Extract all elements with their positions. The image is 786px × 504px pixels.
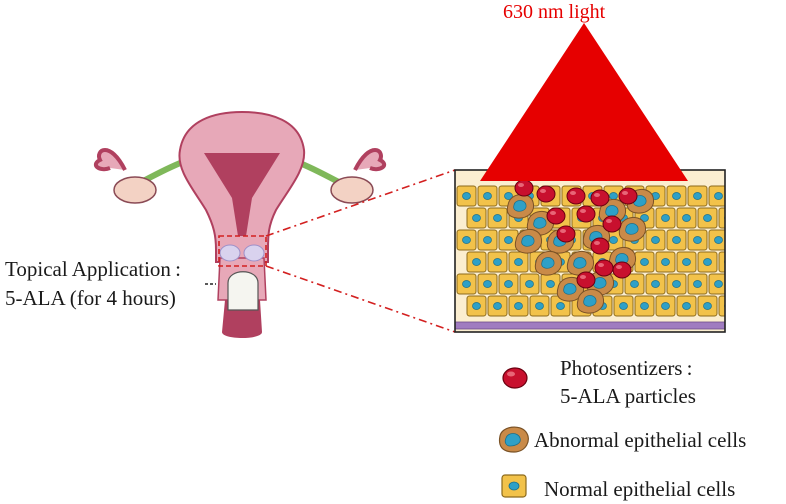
uterine-cavity [204,153,280,236]
normal-cell [456,273,477,295]
zoom-line-bottom [265,265,456,333]
abnormal-cell [506,194,535,219]
tissue-inset [454,169,726,333]
normal-cell [634,295,655,317]
left-ovary [113,176,157,204]
normal-cell [487,207,508,229]
normal-cell [508,251,529,273]
photosensitizer-particle [514,179,534,197]
light-label: 630 nm light [503,1,606,23]
normal-cell [634,251,655,273]
normal-cell [508,295,529,317]
normal-cell [477,273,498,295]
normal-cell [466,251,487,273]
legend-particle-icon [502,367,528,389]
normal-cell [708,185,725,207]
basement-membrane [454,321,726,330]
cervical-blob-left [219,244,241,262]
legend-photosensitizer-label: Photosentizers : [560,356,693,380]
photosensitizer-particle [590,237,610,255]
right-ovary [330,176,374,204]
application-label-line1: Topical Application : [5,257,181,281]
photosensitizer-particle [612,261,632,279]
right-fimbriae [353,148,387,172]
normal-cell [718,207,725,229]
normal-cell [676,207,697,229]
photosensitizer-particle [546,207,566,225]
photosensitizer-particle [556,225,576,243]
normal-cell [466,295,487,317]
abnormal-cell [534,251,563,276]
legend-photosensitizer-sublabel: 5-ALA particles [560,384,696,408]
normal-cell [498,229,519,251]
normal-cell [697,251,718,273]
legend-normal-cell-icon [501,474,527,498]
normal-cell [718,295,725,317]
normal-cell [466,207,487,229]
normal-cell [697,207,718,229]
normal-cell [487,295,508,317]
photosensitizer-particle [594,259,614,277]
normal-cell [624,273,645,295]
photosensitizer-particle [590,189,610,207]
normal-cell [708,273,725,295]
normal-cell [519,273,540,295]
normal-cell [487,251,508,273]
abnormal-cell [618,217,647,242]
normal-cell [676,251,697,273]
legend-abnormal-cell-icon [498,426,529,453]
abnormal-cell [598,199,627,224]
normal-cell [645,273,666,295]
normal-cell [613,295,634,317]
normal-cell [687,273,708,295]
normal-cell [697,295,718,317]
normal-cell [676,295,697,317]
normal-cell [456,185,477,207]
normal-cell [708,229,725,251]
abnormal-cell [576,289,605,314]
left-fimbriae [93,148,127,172]
applied-gel [227,271,259,311]
light-triangle [480,23,688,181]
normal-cell [666,229,687,251]
photosensitizer-particle [576,271,596,289]
normal-cell [718,251,725,273]
normal-cell [687,229,708,251]
cervical-blob-right [243,244,265,262]
normal-cell [645,229,666,251]
abnormal-cell [566,251,595,276]
photosensitizer-particle [618,187,638,205]
normal-cell [529,295,550,317]
photosensitizer-particle [576,205,596,223]
normal-cell [477,185,498,207]
normal-cell [477,229,498,251]
uterus-illustration [93,110,387,338]
normal-cell [498,273,519,295]
normal-cell [456,229,477,251]
normal-cell [666,185,687,207]
normal-cell [666,273,687,295]
legend-abnormal-label: Abnormal epithelial cells [534,428,747,452]
photosensitizer-particle [602,215,622,233]
normal-cell [655,251,676,273]
photosensitizer-particle [536,185,556,203]
highlight-box [218,235,267,267]
zoom-line-top [265,169,456,237]
normal-cell [540,273,561,295]
normal-cell [655,295,676,317]
legend-normal-label: Normal epithelial cells [544,477,736,501]
photosensitizer-particle [566,187,586,205]
application-label-line2: 5-ALA (for 4 hours) [5,286,176,310]
normal-cell [687,185,708,207]
abnormal-cell [514,229,543,254]
normal-cell [655,207,676,229]
